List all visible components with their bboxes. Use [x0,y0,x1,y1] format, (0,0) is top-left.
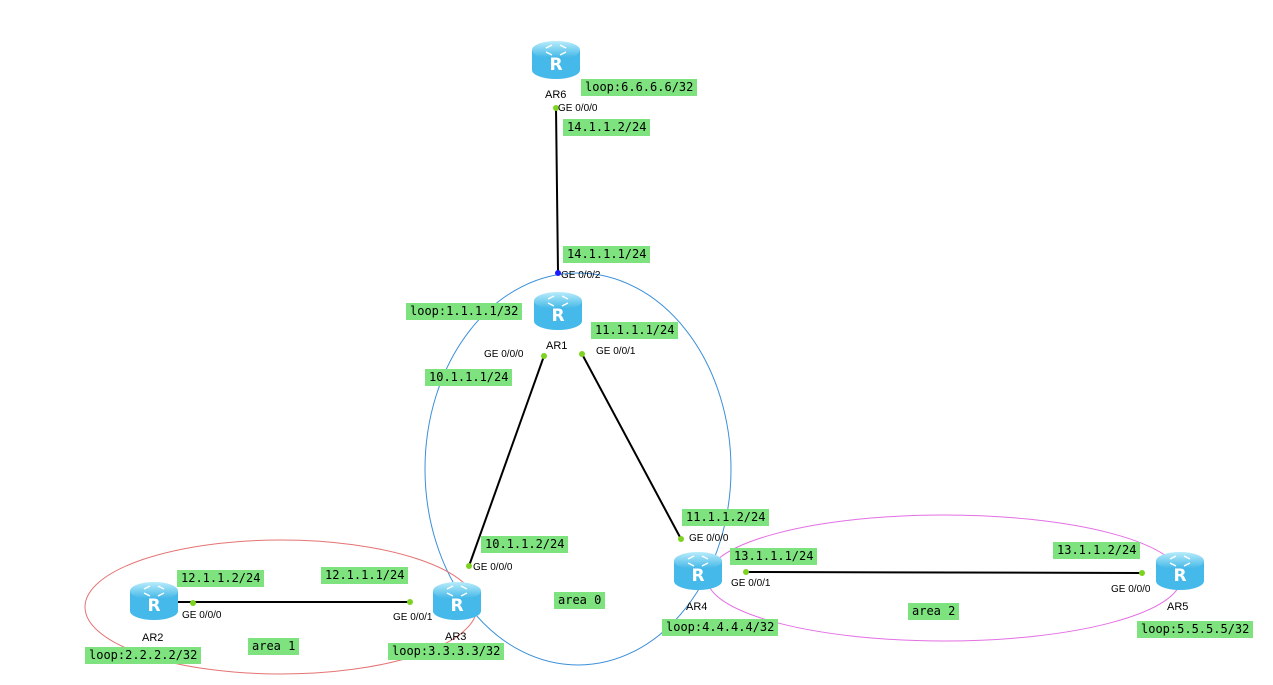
ip-label-ar6-link: 14.1.1.2/24 [563,119,651,136]
port-label-ar5-ge000: GE 0/0/0 [1111,584,1151,595]
port-label-ar3-ge000: GE 0/0/0 [473,562,513,573]
router-ar2-icon[interactable] [129,581,179,621]
router-ar6-icon[interactable] [531,40,581,80]
ip-label-ar1-to-ar4: 11.1.1.1/24 [591,322,679,339]
ip-label-ar6-loop: loop:6.6.6.6/32 [581,79,698,96]
router-ar2-label: AR2 [142,632,164,644]
ip-label-ar5-loop: loop:5.5.5.5/32 [1137,621,1254,638]
port-dot-ar3-ge000 [466,563,472,569]
link-ar1-ar4[interactable] [581,353,682,540]
router-ar5-label: AR5 [1167,601,1189,613]
port-dot-ar3-ge001 [407,599,413,605]
ip-label-ar2-loop: loop:2.2.2.2/32 [85,647,202,664]
port-dot-ar2-ge000 [190,600,196,606]
router-ar3-label: AR3 [445,631,467,643]
port-dot-ar4-ge000 [678,536,684,542]
area-label-2: area 2 [908,603,960,620]
link-ar6-ar1[interactable] [555,107,559,273]
port-dot-ar1-ge002 [555,270,561,276]
port-label-ar4-ge001: GE 0/0/1 [731,578,771,589]
ip-label-ar4-to-ar1: 11.1.1.2/24 [682,509,770,526]
port-label-ar6-ge000: GE 0/0/0 [558,103,598,114]
ip-label-ar1-to-ar3: 10.1.1.1/24 [425,369,513,386]
link-ar4-ar5[interactable] [745,571,1143,574]
area-label-1: area 1 [248,638,300,655]
port-label-ar1-ge001: GE 0/0/1 [596,346,636,357]
port-label-ar3-ge001: GE 0/0/1 [393,612,433,623]
port-dot-ar5-ge000 [1139,570,1145,576]
port-dot-ar4-ge001 [743,569,749,575]
port-label-ar2-ge000: GE 0/0/0 [182,610,222,621]
area0-boundary [424,272,732,666]
port-dot-ar1-ge001 [579,351,585,357]
router-ar1-label: AR1 [546,340,568,352]
ip-label-ar1-loop: loop:1.1.1.1/32 [406,303,523,320]
ip-label-ar4-loop: loop:4.4.4.4/32 [662,619,779,636]
router-ar4-icon[interactable] [673,551,723,591]
router-ar1-icon[interactable] [533,291,583,331]
ip-label-ar2-to-ar3: 12.1.1.2/24 [177,570,265,587]
ip-label-ar3-loop: loop:3.3.3.3/32 [388,643,505,660]
link-ar1-ar3[interactable] [468,355,545,567]
port-dot-ar1-ge000 [541,353,547,359]
router-ar6-label: AR6 [545,89,567,101]
port-dot-ar6-ge000 [553,105,559,111]
port-label-ar4-ge000: GE 0/0/0 [689,533,729,544]
area-label-0: area 0 [554,592,606,609]
port-label-ar1-ge002: GE 0/0/2 [561,270,601,281]
ip-label-ar4-to-ar5: 13.1.1.1/24 [730,548,818,565]
router-ar5-icon[interactable] [1155,551,1205,591]
ip-label-ar1-to-ar6: 14.1.1.1/24 [563,246,651,263]
ip-label-ar3-to-ar2: 12.1.1.1/24 [321,567,409,584]
port-label-ar1-ge000: GE 0/0/0 [484,349,524,360]
router-ar3-icon[interactable] [432,581,482,621]
router-ar4-label: AR4 [686,601,708,613]
ip-label-ar3-to-ar1: 10.1.1.2/24 [481,536,569,553]
ip-label-ar5-to-ar4: 13.1.1.2/24 [1053,542,1141,559]
